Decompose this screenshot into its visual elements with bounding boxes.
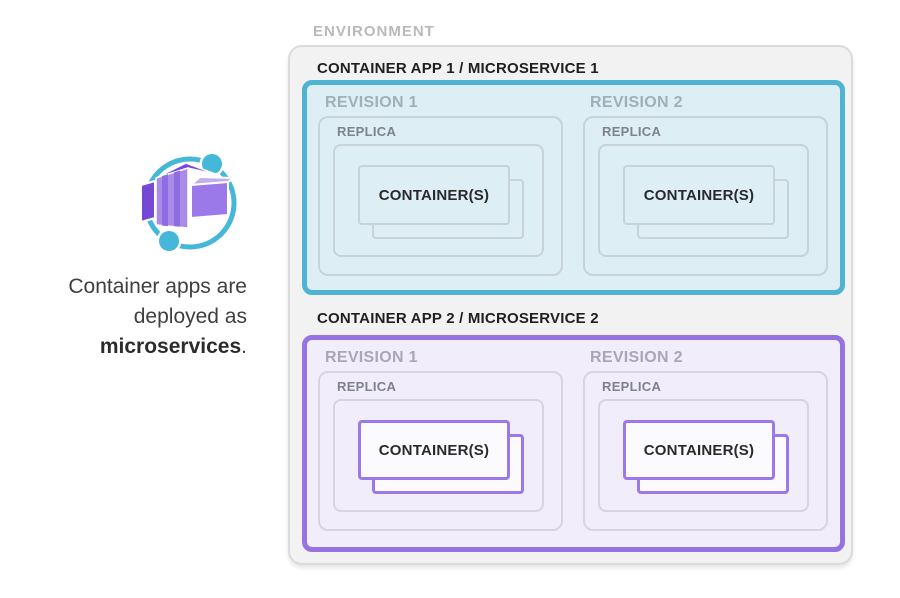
app1-revision-1-label: REVISION 1 [325, 94, 418, 111]
orbit-dot-bottom-icon [159, 231, 179, 251]
container-app-2-box: REVISION 1 REVISION 2 REPLICA CONTAINER(… [302, 335, 845, 552]
app1-rev1-replica-label: REPLICA [337, 124, 397, 139]
container-app-1-box: REVISION 1 REVISION 2 REPLICA CONTAINER(… [302, 80, 845, 295]
app2-revision-2-label: REVISION 2 [590, 349, 683, 366]
app1-revision-2-label: REVISION 2 [590, 94, 683, 111]
center-container-icon [155, 162, 219, 229]
container-app-1-title: CONTAINER APP 1 / MICROSERVICE 1 [317, 60, 599, 77]
caption-line-2: deployed as [133, 305, 247, 328]
app2-rev2-replica-label: REPLICA [602, 379, 662, 394]
app1-rev1-container-front: CONTAINER(S) [358, 165, 510, 225]
caption-text: Container apps are deployed as microserv… [7, 272, 247, 362]
environment-panel: CONTAINER APP 1 / MICROSERVICE 1 REVISIO… [288, 45, 853, 565]
app1-rev1-replica-box: CONTAINER(S) [333, 144, 544, 257]
app1-revision-2-box: REPLICA CONTAINER(S) [583, 116, 828, 276]
container-apps-logo [138, 146, 242, 254]
environment-label: ENVIRONMENT [313, 23, 435, 40]
app2-rev2-replica-box: CONTAINER(S) [598, 399, 809, 512]
app2-rev1-replica-label: REPLICA [337, 379, 397, 394]
app1-revision-1-box: REPLICA CONTAINER(S) [318, 116, 563, 276]
caption-line-1: Container apps are [68, 275, 247, 298]
app2-revision-1-box: REPLICA CONTAINER(S) [318, 371, 563, 531]
app1-rev2-container-front: CONTAINER(S) [623, 165, 775, 225]
app2-revision-2-box: REPLICA CONTAINER(S) [583, 371, 828, 531]
caption-line-3-suffix: . [241, 335, 247, 358]
container-app-2-title: CONTAINER APP 2 / MICROSERVICE 2 [317, 310, 599, 327]
app1-rev2-replica-label: REPLICA [602, 124, 662, 139]
app2-rev2-container-front: CONTAINER(S) [623, 420, 775, 480]
left-box-icon [140, 179, 156, 224]
orbit-dot-top-icon [202, 154, 222, 174]
caption-line-3-bold: microservices [99, 335, 242, 358]
app2-revision-1-label: REVISION 1 [325, 349, 418, 366]
right-box-icon [188, 175, 238, 220]
azure-container-apps-icon [140, 151, 238, 254]
app1-rev2-replica-box: CONTAINER(S) [598, 144, 809, 257]
app2-rev1-container-front: CONTAINER(S) [358, 420, 510, 480]
app2-rev1-replica-box: CONTAINER(S) [333, 399, 544, 512]
